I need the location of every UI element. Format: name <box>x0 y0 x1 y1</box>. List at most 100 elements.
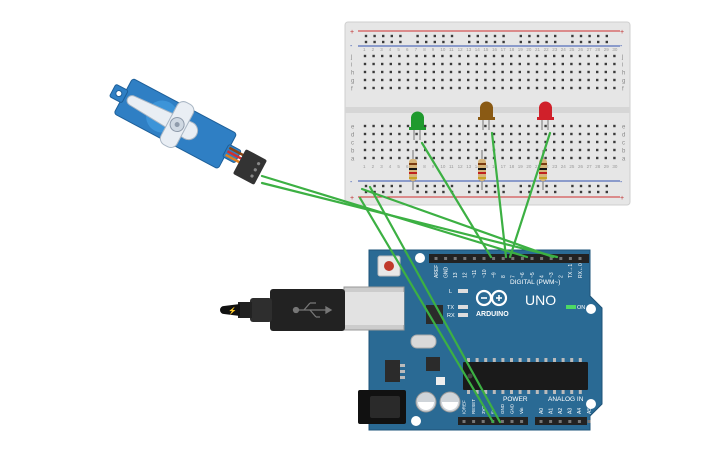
rail-plus-label-bottom-right: + <box>620 195 624 202</box>
smd-component <box>436 377 445 385</box>
resistor-1[interactable] <box>409 150 417 190</box>
header-pin[interactable] <box>549 420 553 423</box>
header-pin[interactable] <box>539 420 543 423</box>
wire-servo-3[interactable] <box>360 187 555 259</box>
column-number: 1 <box>363 47 366 52</box>
power-jack[interactable] <box>358 390 406 424</box>
header-pin[interactable] <box>434 257 438 260</box>
wire-servo-2[interactable] <box>260 181 559 259</box>
column-number: 18 <box>509 164 515 169</box>
column-number: 24 <box>561 47 567 52</box>
arduino-logo-text: ARDUINO <box>476 311 509 318</box>
column-number: 2 <box>372 47 375 52</box>
header-pin[interactable] <box>500 420 504 423</box>
analog-in-label: ANALOG IN <box>548 396 584 403</box>
column-number: 5 <box>397 47 400 52</box>
wire-power[interactable] <box>358 196 495 424</box>
header-pin[interactable] <box>578 257 582 260</box>
power-analog-pin-header[interactable] <box>462 420 591 423</box>
column-number: 26 <box>578 164 584 169</box>
pin-label: ~5 <box>530 272 536 278</box>
pin-label: A1 <box>548 408 554 414</box>
column-number: 12 <box>458 164 464 169</box>
header-pin[interactable] <box>511 257 515 260</box>
header-pin[interactable] <box>558 420 562 423</box>
pin-label: A5 <box>587 408 593 414</box>
wire-led-brown[interactable] <box>490 131 508 259</box>
column-number: 20 <box>526 47 532 52</box>
row-letter: f <box>622 87 624 93</box>
led-red[interactable] <box>537 101 554 131</box>
row-letter: f <box>351 87 353 93</box>
header-pin[interactable] <box>568 257 572 260</box>
usb-cable[interactable]: ⚡ <box>220 289 345 331</box>
header-pin[interactable] <box>472 257 476 260</box>
pin-label: RX←0 <box>578 263 584 278</box>
header-pin[interactable] <box>463 257 467 260</box>
pin-label: IOREF <box>462 400 467 414</box>
column-number: 15 <box>483 47 489 52</box>
header-pin[interactable] <box>453 257 457 260</box>
header-pin[interactable] <box>444 257 448 260</box>
atmega-chip <box>463 362 588 390</box>
resistor-2[interactable] <box>478 150 486 190</box>
column-number: 7 <box>415 47 418 52</box>
resistors <box>409 150 547 190</box>
wire-ground[interactable] <box>368 185 502 424</box>
row-letter: b <box>622 149 626 155</box>
column-number: 8 <box>423 164 426 169</box>
servo-motor[interactable] <box>101 69 267 185</box>
row-letter: d <box>351 133 354 139</box>
header-pin[interactable] <box>482 257 486 260</box>
led-green[interactable] <box>409 111 426 141</box>
wire-led-green[interactable] <box>420 141 493 259</box>
row-letter: a <box>622 157 626 163</box>
column-number: 13 <box>466 47 472 52</box>
column-number: 14 <box>475 164 481 169</box>
column-number: 30 <box>612 47 618 52</box>
column-number: 28 <box>595 164 601 169</box>
power-label: POWER <box>503 396 528 403</box>
led-brown[interactable] <box>478 101 495 131</box>
pin-label: AREF <box>434 265 440 278</box>
leds <box>409 101 554 141</box>
header-pin[interactable] <box>587 420 591 423</box>
column-number: 11 <box>449 47 454 52</box>
column-number: 11 <box>449 164 454 169</box>
row-letter: i <box>622 63 623 69</box>
header-pin[interactable] <box>481 420 485 423</box>
column-number: 2 <box>372 164 375 169</box>
header-pin[interactable] <box>501 257 505 260</box>
column-number: 19 <box>518 164 524 169</box>
column-number: 3 <box>380 164 383 169</box>
header-pin[interactable] <box>520 257 524 260</box>
column-number: 14 <box>475 47 481 52</box>
header-pin[interactable] <box>472 420 476 423</box>
pin-label: RESET <box>471 399 476 414</box>
usb-port[interactable] <box>343 286 405 331</box>
header-pin[interactable] <box>577 420 581 423</box>
wire-led-red[interactable] <box>508 131 552 259</box>
header-pin[interactable] <box>568 420 572 423</box>
digital-pin-header[interactable] <box>434 257 582 260</box>
header-pin[interactable] <box>462 420 466 423</box>
column-number: 10 <box>440 47 446 52</box>
header-pin[interactable] <box>530 257 534 260</box>
column-number: 25 <box>569 164 575 169</box>
header-pin[interactable] <box>540 257 544 260</box>
header-pin[interactable] <box>549 257 553 260</box>
header-pin[interactable] <box>559 257 563 260</box>
pin-label: 12 <box>463 272 469 278</box>
header-pin[interactable] <box>510 420 514 423</box>
column-number: 6 <box>406 47 409 52</box>
pin-label: 7 <box>511 275 517 278</box>
rail-minus-label-right: - <box>620 43 623 50</box>
header-pin[interactable] <box>520 420 524 423</box>
pin-label: 4 <box>539 275 545 278</box>
wires <box>260 131 559 424</box>
header-pin[interactable] <box>492 257 496 260</box>
reset-button[interactable] <box>377 255 401 277</box>
